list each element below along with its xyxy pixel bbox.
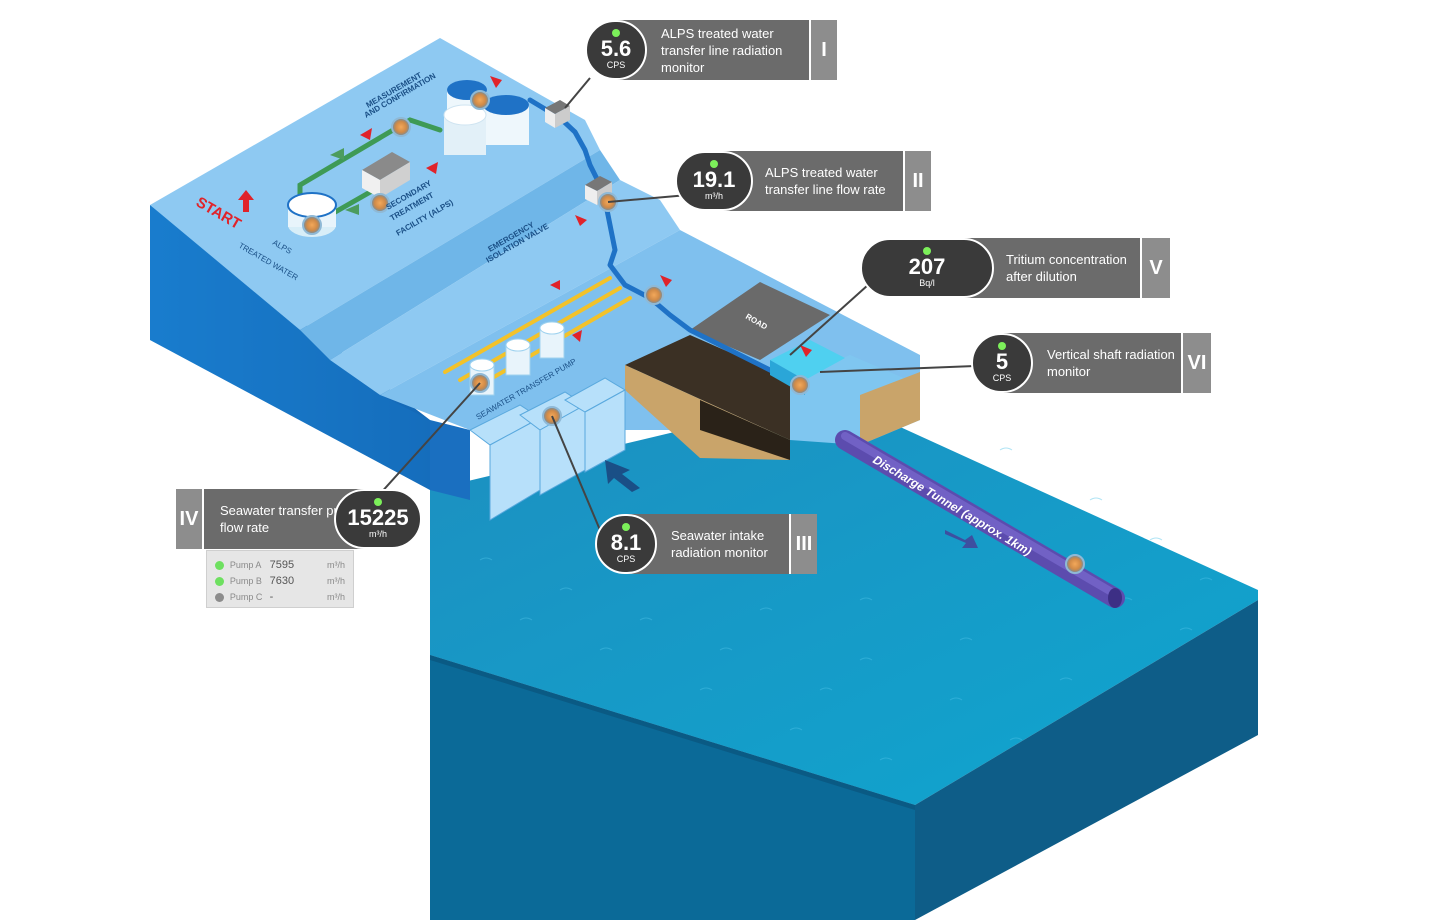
monitor-card-5-circle: 207 Bq/l [860,238,994,298]
monitor-card-1-label-box: ALPS treated water transfer line radiati… [615,20,813,80]
monitor-card-2[interactable]: ALPS treated water transfer line flow ra… [675,151,932,211]
monitor-card-6-unit: CPS [992,373,1012,383]
monitor-card-3[interactable]: Seawater intake radiation monitor III 8.… [595,514,817,574]
pump-a-status-icon [215,560,224,570]
pump-b-value: 7630 [269,575,295,587]
pump-c-status-icon [215,592,224,602]
monitor-card-3-unit: CPS [616,554,636,564]
monitor-card-5-roman: V [1140,238,1170,298]
monitor-card-6[interactable]: Vertical shaft radiation monitor VI 5 CP… [971,333,1211,393]
sea-block [430,395,1258,920]
sea-top-surface [430,395,1258,805]
status-dot-icon [710,160,718,168]
discharge-flow-arrow-icon [945,530,978,548]
pump-c-name: Pump C [229,592,263,602]
road [690,282,830,360]
status-dot-icon [374,498,382,506]
pump-b-unit: m³/h [327,576,345,586]
monitor-card-5[interactable]: Tritium concentration after dilution V 2… [860,238,1170,298]
start-arrow-icon [238,190,254,212]
monitor-card-2-circle: 19.1 m³/h [675,151,753,211]
monitor-card-6-circle: 5 CPS [971,333,1033,393]
sea-left-front [430,655,915,810]
monitor-card-1-roman: I [809,20,837,80]
monitor-card-3-label: Seawater intake radiation monitor [671,528,768,560]
sea-left-face [430,655,915,920]
pump-a-value: 7595 [269,559,295,571]
monitor-card-3-circle: 8.1 CPS [595,514,657,574]
monitor-card-2-unit: m³/h [705,191,723,201]
status-dot-icon [612,29,620,37]
terrace-middle [330,180,680,395]
land-front-step [430,420,470,500]
sea-right-face [915,600,1258,920]
monitor-card-4-circle: 15225 m³/h [334,489,422,549]
pump-status-table: Pump A 7595 m³/h Pump B 7630 m³/h Pump C… [206,550,354,608]
pump-c-unit: m³/h [327,592,345,602]
monitor-card-1-unit: CPS [606,60,626,70]
alps-pipeline [527,97,803,388]
monitor-card-4-label: Seawater transfer pump flow rate [220,503,359,535]
terrace-upper-dark [300,150,620,360]
green-flow-arrows [330,148,359,215]
monitor-box-1 [545,100,570,128]
monitor-card-1-label: ALPS treated water transfer line radiati… [661,25,783,75]
seawater-pumps [469,321,565,396]
monitor-card-2-roman: II [903,151,931,211]
monitor-card-3-value: 8.1 [610,530,642,555]
monitor-card-3-roman: III [789,514,817,574]
land-left-side [150,205,430,490]
pump-a-unit: m³/h [327,560,345,570]
pump-b-status-icon [215,576,224,586]
monitor-card-4[interactable]: IV Seawater transfer pump flow rate 1522… [176,489,422,549]
pump-c-value: - [269,591,274,603]
pump-b-name: Pump B [229,576,262,586]
monitor-card-1-circle: 5.6 CPS [585,20,647,80]
intake-flow-arrow-icon [605,460,640,492]
pump-row-a: Pump A 7595 m³/h [215,557,345,573]
monitor-card-5-value: 207 [908,254,946,279]
pump-row-c: Pump C - m³/h [215,589,345,605]
monitor-card-4-unit: m³/h [369,529,387,539]
monitor-card-5-label: Tritium concentration after dilution [1006,252,1127,284]
monitor-card-4-value: 15225 [347,505,409,530]
intake-structures [469,377,627,521]
monitor-card-4-roman: IV [176,489,204,549]
leader-lines [369,77,976,531]
pump-row-b: Pump B 7630 m³/h [215,573,345,589]
monitor-card-2-value: 19.1 [692,167,736,192]
shaft-sand [860,372,920,445]
monitor-card-5-unit: Bq/l [919,278,935,288]
land-side-slope [150,205,430,490]
monitor-card-6-label: Vertical shaft radiation monitor [1047,347,1175,379]
monitor-points [302,90,1085,574]
red-flow-arrows [238,76,812,357]
status-dot-icon [923,247,931,255]
monitor-card-6-roman: VI [1181,333,1211,393]
pit-dark [700,400,790,460]
status-dot-icon [622,523,630,531]
monitor-card-1-value: 5.6 [600,36,632,61]
monitor-card-2-label: ALPS treated water transfer line flow ra… [765,165,886,197]
monitor-card-6-value: 5 [995,349,1009,374]
secondary-treatment-building [362,152,410,198]
status-dot-icon [998,342,1006,350]
monitor-card-1[interactable]: ALPS treated water transfer line radiati… [585,20,838,80]
pump-a-name: Pump A [229,560,262,570]
